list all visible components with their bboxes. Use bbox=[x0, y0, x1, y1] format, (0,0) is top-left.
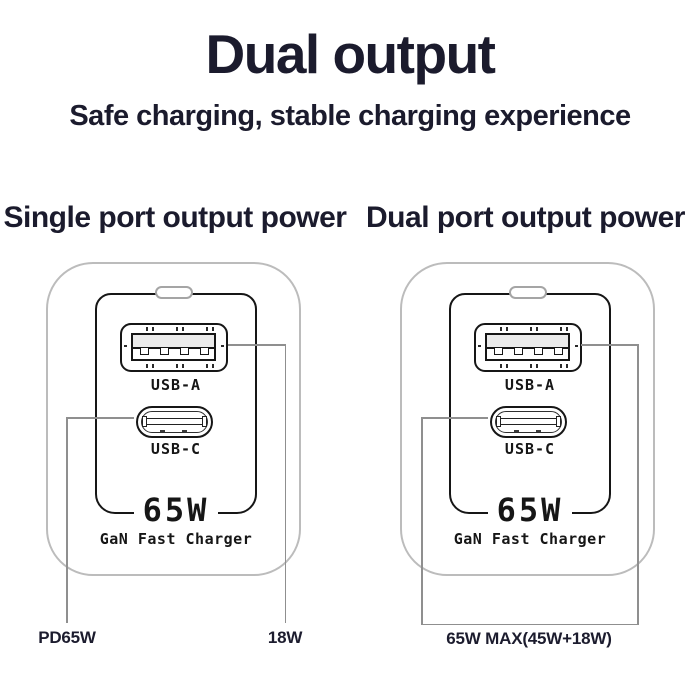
usb-a-slot bbox=[131, 333, 216, 361]
usb-a-label: USB-A bbox=[504, 376, 556, 394]
combined-callout-label: 65W MAX(45W+18W) bbox=[446, 629, 612, 648]
single-port-heading: Single port output power bbox=[3, 201, 347, 234]
page-subtitle: Safe charging, stable charging experienc… bbox=[69, 100, 631, 132]
charger-illustration-single: USB-A USB-C 65W GaN Fast Charger bbox=[46, 262, 301, 576]
usb-a-port-icon bbox=[474, 323, 582, 372]
callout-line-usbc-dual-h bbox=[421, 417, 488, 419]
usb-a-label: USB-A bbox=[150, 376, 202, 394]
usb-c-label: USB-C bbox=[150, 440, 202, 458]
page-title: Dual output bbox=[205, 23, 496, 85]
dual-port-heading: Dual port output power bbox=[366, 201, 685, 234]
callout-line-usba-dual-h bbox=[581, 344, 638, 346]
usb-a-port-icon bbox=[120, 323, 228, 372]
usb-c-label: USB-C bbox=[504, 440, 556, 458]
usb-c-port-icon bbox=[490, 406, 567, 438]
callout-line-dual-bottom-connector bbox=[421, 623, 639, 625]
charger-top-notch-icon bbox=[509, 286, 547, 299]
charger-name-label: GaN Fast Charger bbox=[99, 530, 253, 548]
callout-line-usba-single-h bbox=[228, 344, 285, 346]
wattage-label: 65W bbox=[133, 493, 219, 527]
usb-a-slot bbox=[485, 333, 570, 361]
callout-line-usbc-dual-v bbox=[421, 417, 423, 625]
usb-c-callout-label: PD65W bbox=[38, 628, 96, 647]
usb-a-callout-label: 18W bbox=[267, 628, 303, 647]
charger-illustration-dual: USB-A USB-C 65W GaN Fast Charger bbox=[400, 262, 655, 576]
callout-line-usba-dual-v bbox=[637, 344, 639, 625]
callout-line-usba-single-v bbox=[284, 344, 286, 623]
charger-top-notch-icon bbox=[155, 286, 193, 299]
usb-c-port-icon bbox=[136, 406, 213, 438]
callout-line-usbc-single-h bbox=[66, 417, 134, 419]
charger-name-label: GaN Fast Charger bbox=[453, 530, 607, 548]
callout-line-usbc-single-v bbox=[66, 417, 68, 623]
wattage-label: 65W bbox=[487, 493, 573, 527]
